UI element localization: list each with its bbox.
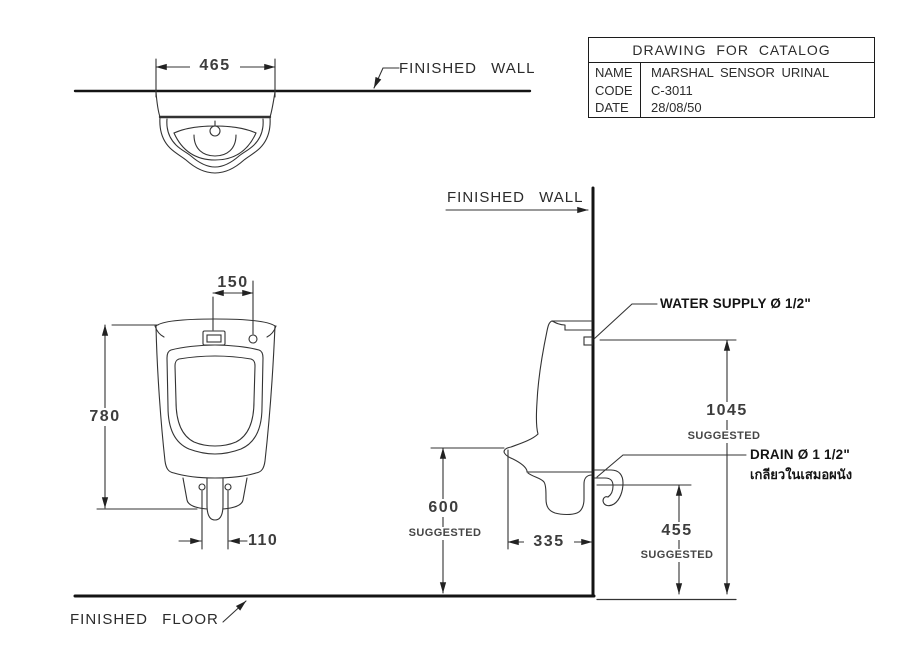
side-view-linework: [73, 186, 747, 623]
sensor-window: [202, 330, 226, 346]
finished-wall-label-side: FINISHED WALL: [447, 189, 584, 206]
title-block: DRAWING FOR CATALOG NAME CODE DATE MARSH…: [588, 37, 875, 118]
dim-rim-height-note: SUGGESTED: [405, 527, 485, 540]
title-block-title: DRAWING FOR CATALOG: [589, 38, 874, 63]
title-block-value-name: MARSHAL SENSOR URINAL: [651, 65, 830, 80]
dim-top-width: 465: [190, 57, 240, 75]
title-block-value-date: 28/08/50: [651, 100, 702, 115]
dim-outlet-spacing: 110: [248, 532, 279, 549]
top-view-linework: [73, 58, 532, 174]
dim-drain-height-note: SUGGESTED: [637, 549, 717, 562]
water-supply-callout: WATER SUPPLY Ø 1/2": [660, 296, 811, 311]
finished-wall-label-top: FINISHED WALL: [399, 60, 536, 77]
title-block-label-name: NAME: [595, 65, 633, 80]
drain-leader: [596, 454, 747, 478]
dim-supply-height-note: SUGGESTED: [684, 430, 764, 443]
finished-floor-label: FINISHED FLOOR: [70, 611, 219, 628]
title-block-value-code: C-3011: [651, 82, 693, 98]
dim-sensor-spacing: 150: [217, 274, 249, 291]
drain-spout: [593, 469, 624, 507]
dim-overall-height: 780: [80, 408, 130, 426]
dim-rim-depth: 335: [524, 533, 574, 551]
dim-drain-height: 455: [652, 522, 702, 540]
title-block-label-code: CODE: [595, 82, 633, 98]
front-view-linework: [96, 280, 277, 550]
drain-note-thai: เกลียวในเสมอผนัง: [750, 468, 853, 483]
dim-supply-height: 1045: [699, 402, 755, 420]
water-inlet-fitting: [583, 336, 593, 346]
dim-rim-height: 600: [419, 499, 469, 517]
drain-callout: DRAIN Ø 1 1/2": [750, 447, 850, 462]
water-supply-leader: [593, 303, 658, 340]
title-block-label-date: DATE: [595, 100, 629, 115]
